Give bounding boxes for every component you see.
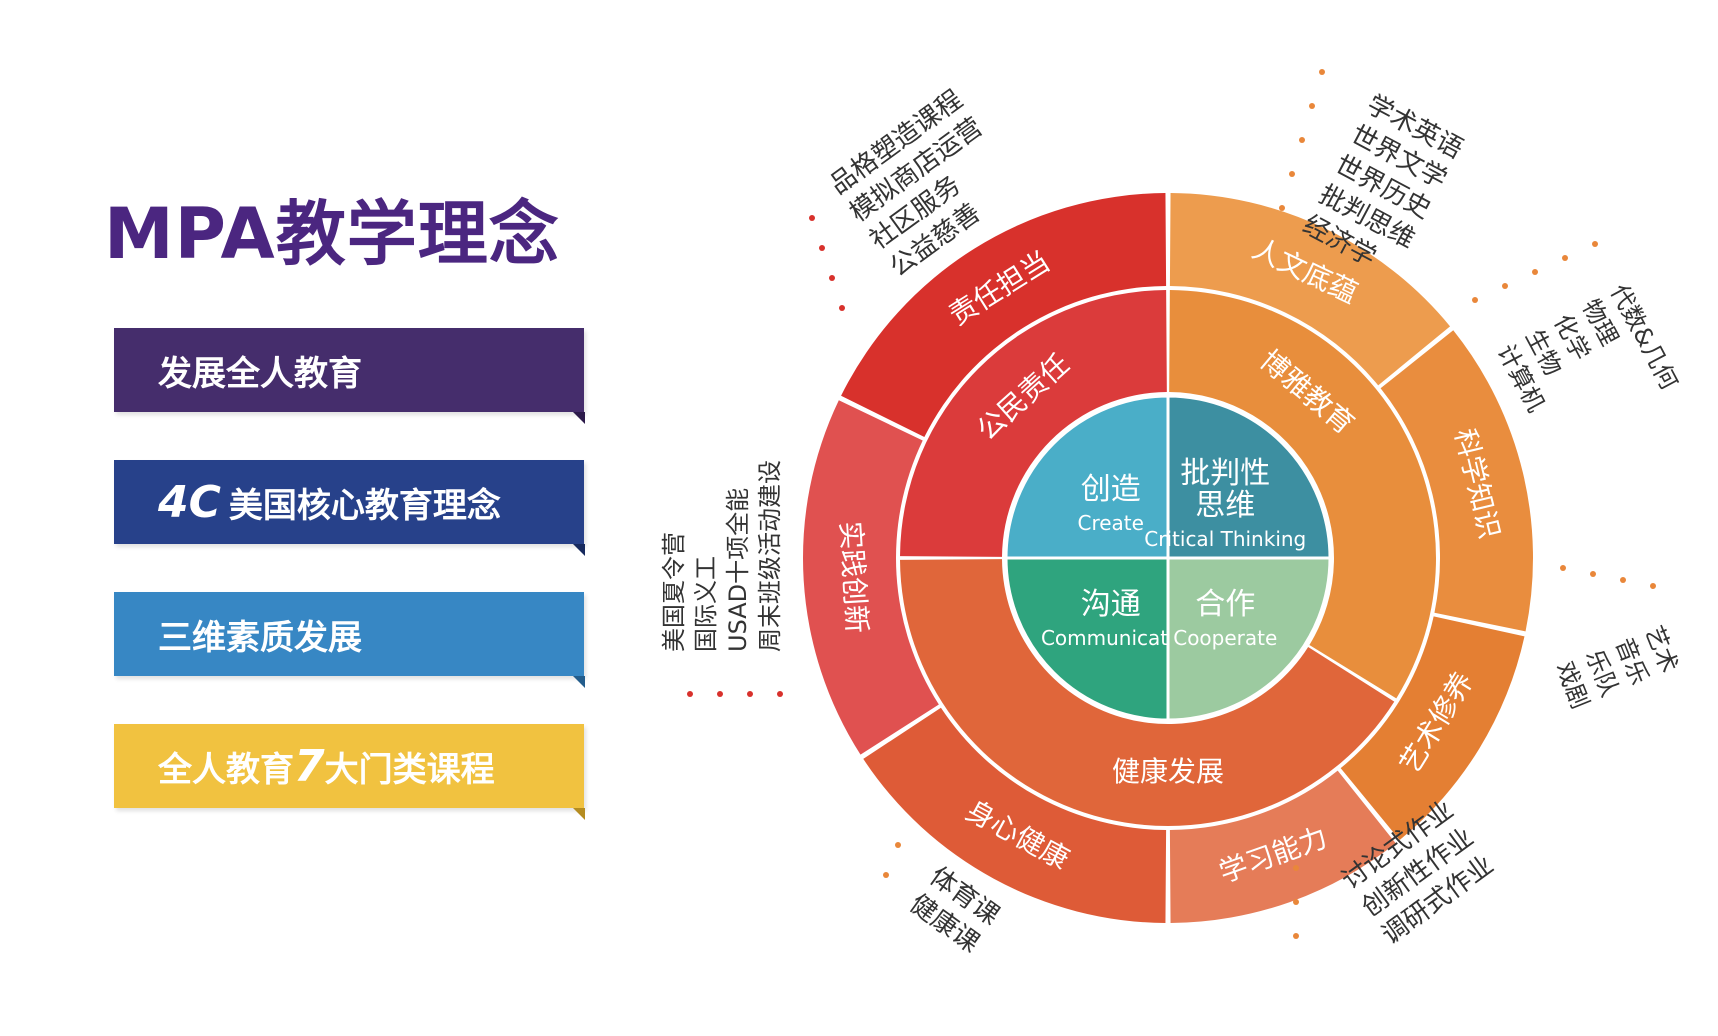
annotation-dot xyxy=(1319,69,1325,75)
core-label-en: Communicate xyxy=(1041,626,1180,650)
outer-segment-0 xyxy=(1169,193,1451,386)
annotation-dot xyxy=(747,691,753,697)
banner-fold xyxy=(573,412,585,424)
annotation-dot xyxy=(1562,255,1568,261)
banner-7-courses: 全人教育 7 大门类课程 xyxy=(114,724,585,820)
core-quadrant-2 xyxy=(1004,556,1170,722)
annotation-dot xyxy=(1620,577,1626,583)
annotation-dot xyxy=(1502,283,1508,289)
banner-fold xyxy=(573,676,585,688)
annotation-dot xyxy=(777,691,783,697)
banner-3d-quality: 三维素质发展 xyxy=(114,592,585,688)
annotation-dot xyxy=(819,245,825,251)
annotation-line: 周末班级活动建设 xyxy=(756,460,784,652)
annotation-dot xyxy=(687,691,693,697)
core-quadrant-0 xyxy=(1004,394,1170,560)
annotation-dot xyxy=(1472,297,1478,303)
banner-whole-person: 发展全人教育 xyxy=(114,328,585,424)
annotation-dot xyxy=(839,305,845,311)
core-label-zh: 思维 xyxy=(1195,488,1255,523)
annotation-line: 国际义工 xyxy=(692,556,720,652)
core-quadrant-1 xyxy=(1166,394,1332,560)
banner-4c-prefix: 4C xyxy=(158,476,221,528)
annotation-dot xyxy=(1309,103,1315,109)
outer-segment-6 xyxy=(841,193,1167,438)
banner-seven: 7 xyxy=(294,740,325,792)
outer-segment-2 xyxy=(1340,616,1525,841)
annotation-dot xyxy=(1592,241,1598,247)
annotation-dot xyxy=(717,691,723,697)
banner-4c: 4C 美国核心教育理念 xyxy=(114,460,585,556)
annotation-dot xyxy=(1590,571,1596,577)
annotation-dot xyxy=(883,872,889,878)
core-label-en: Create xyxy=(1077,511,1143,535)
annotation-dot xyxy=(1560,565,1566,571)
annotation-dot xyxy=(1650,583,1656,589)
core-quadrant-3 xyxy=(1166,556,1332,722)
annotation-dot xyxy=(1293,933,1299,939)
annotation-dot xyxy=(1532,269,1538,275)
outer-segment-4 xyxy=(863,707,1167,923)
core-label-zh: 批判性 xyxy=(1180,456,1270,491)
middle-segment-1 xyxy=(1169,290,1436,699)
outer-segment-1 xyxy=(1380,330,1533,632)
banner-label: 美国核心教育理念 xyxy=(228,485,501,526)
outer-segment-5 xyxy=(802,400,939,755)
outer-segment-3 xyxy=(1169,770,1396,923)
core-label-zh: 合作 xyxy=(1195,587,1255,622)
annotation-dot xyxy=(1293,865,1299,871)
annotation-dot xyxy=(829,275,835,281)
banner-label: 全人教育 xyxy=(158,749,294,790)
banner-label-suffix: 大门类课程 xyxy=(324,749,495,790)
annotation-dot xyxy=(1299,137,1305,143)
banner-label: 发展全人教育 xyxy=(158,353,362,394)
annotation-line: 美国夏令营 xyxy=(660,532,688,652)
annotation-dot xyxy=(1279,205,1285,211)
core-label-en: Cooperate xyxy=(1173,626,1277,650)
outer-segment-label: 实践创新 xyxy=(834,520,874,634)
middle-segment-2 xyxy=(900,559,1395,826)
middle-segment-label: 健康发展 xyxy=(1112,755,1224,788)
annotation-dot xyxy=(895,842,901,848)
banner-fold xyxy=(573,808,585,820)
page-title: MPA教学理念 xyxy=(104,193,560,275)
middle-segment-0 xyxy=(900,290,1167,557)
annotation-line: USAD十项全能 xyxy=(724,488,752,652)
core-label-en: Critical Thinking xyxy=(1144,527,1306,551)
annotation-dot xyxy=(1293,899,1299,905)
banner-label: 三维素质发展 xyxy=(158,617,362,658)
core-label-zh: 创造 xyxy=(1081,472,1141,507)
annotation-dot xyxy=(1289,171,1295,177)
banner-fold xyxy=(573,544,585,556)
core-label-zh: 沟通 xyxy=(1081,587,1141,622)
annotation-dot xyxy=(809,215,815,221)
